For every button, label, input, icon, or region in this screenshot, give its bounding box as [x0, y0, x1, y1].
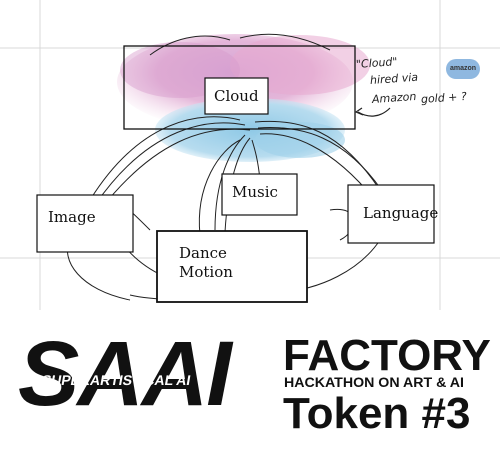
- language-label: Language: [363, 204, 439, 222]
- cloud-label-box: [204, 77, 269, 115]
- hackathon-subtitle: HACKATHON ON ART & AI: [284, 375, 464, 391]
- title-banner: [0, 318, 500, 456]
- music-label: Music: [232, 183, 278, 201]
- motion-label: Motion: [179, 263, 233, 281]
- factory-title: FACTORY: [283, 331, 491, 380]
- image-box: [36, 194, 134, 253]
- dance-label: Dance: [179, 244, 227, 262]
- dance-motion-box: [156, 230, 308, 303]
- language-box: [347, 184, 435, 244]
- sketch-diagram: [0, 0, 500, 310]
- superartistical-text: SUPERARTISTICAL AI: [40, 372, 192, 388]
- amazon-badge: amazon: [446, 59, 480, 79]
- music-box: [221, 173, 298, 216]
- cloud-box: [123, 45, 356, 130]
- token-title: Token #3: [283, 389, 471, 438]
- saai-logo-text: SAAI: [18, 323, 232, 425]
- image-label: Image: [48, 208, 96, 226]
- cloud-label: Cloud: [214, 87, 259, 105]
